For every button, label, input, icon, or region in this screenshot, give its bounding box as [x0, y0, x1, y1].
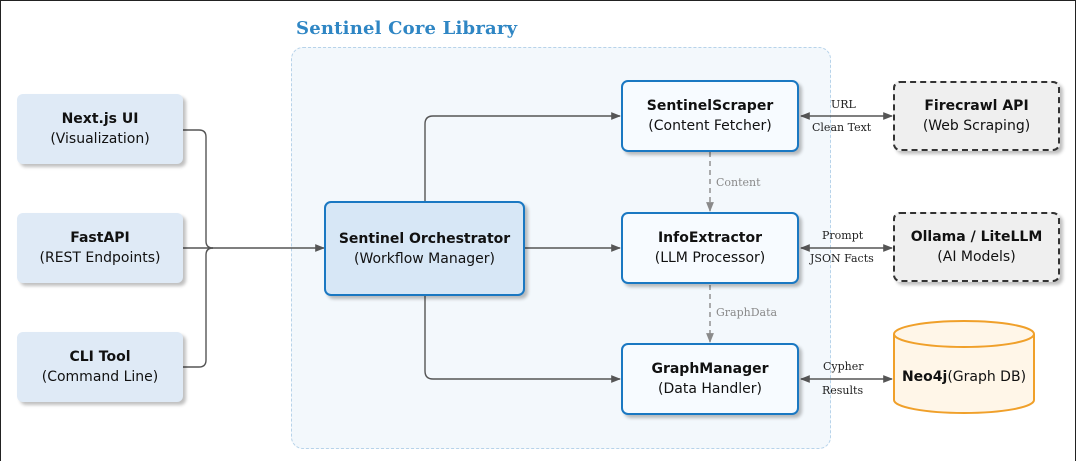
- neo4j-database-node[interactable]: Neo4j(Graph DB): [894, 362, 1034, 392]
- client-cli-title: CLI Tool: [69, 349, 131, 365]
- edge-orchestrator-to-scraper: [424, 112, 621, 201]
- graphmanager-subtitle: (Data Handler): [658, 381, 762, 397]
- scraper-title: SentinelScraper: [646, 98, 774, 114]
- ollama-subtitle: (AI Models): [937, 249, 1016, 265]
- client-fastapi[interactable]: FastAPI (REST Endpoints): [17, 213, 183, 283]
- edge-orchestrator-to-graphmanager: [424, 296, 621, 383]
- client-nextjs-ui[interactable]: Next.js UI (Visualization): [17, 94, 183, 164]
- client-cli-subtitle: (Command Line): [41, 369, 159, 385]
- client-nextjs-title: Next.js UI: [61, 111, 139, 127]
- firecrawl-api-node[interactable]: Firecrawl API (Web Scraping): [893, 81, 1060, 151]
- client-fastapi-title: FastAPI: [70, 230, 130, 246]
- extractor-subtitle: (LLM Processor): [654, 250, 766, 266]
- firecrawl-subtitle: (Web Scraping): [922, 118, 1031, 134]
- graph-manager-node[interactable]: GraphManager (Data Handler): [621, 343, 799, 415]
- label-cypher: Cypher: [823, 360, 864, 373]
- info-extractor-node[interactable]: InfoExtractor (LLM Processor): [621, 212, 799, 284]
- label-url: URL: [831, 98, 856, 111]
- label-prompt: Prompt: [822, 229, 864, 242]
- graphmanager-title: GraphManager: [651, 361, 769, 377]
- neo4j-title: Neo4j: [901, 369, 948, 385]
- sentinel-orchestrator-node[interactable]: Sentinel Orchestrator (Workflow Manager): [324, 201, 525, 296]
- label-content: Content: [716, 176, 761, 189]
- client-nextjs-subtitle: (Visualization): [50, 131, 150, 147]
- extractor-title: InfoExtractor: [657, 230, 763, 246]
- client-cli-tool[interactable]: CLI Tool (Command Line): [17, 332, 183, 402]
- core-library-title: Sentinel Core Library: [296, 18, 518, 39]
- neo4j-cylinder-shape: [893, 320, 1035, 414]
- sentinel-scraper-node[interactable]: SentinelScraper (Content Fetcher): [621, 80, 799, 152]
- neo4j-subtitle: (Graph DB): [947, 369, 1027, 385]
- client-fastapi-subtitle: (REST Endpoints): [39, 250, 161, 266]
- firecrawl-title: Firecrawl API: [924, 98, 1029, 114]
- ollama-litellm-node[interactable]: Ollama / LiteLLM (AI Models): [893, 212, 1060, 282]
- orchestrator-title: Sentinel Orchestrator: [338, 230, 511, 247]
- label-json-facts: JSON Facts: [810, 252, 874, 265]
- label-results: Results: [822, 384, 864, 397]
- label-clean-text: Clean Text: [812, 121, 872, 134]
- orchestrator-subtitle: (Workflow Manager): [353, 250, 496, 267]
- label-graphdata: GraphData: [716, 306, 778, 319]
- ollama-title: Ollama / LiteLLM: [910, 229, 1043, 245]
- edge-cli-to-orchestrator: [183, 247, 214, 368]
- scraper-subtitle: (Content Fetcher): [648, 118, 772, 134]
- edge-nextjs-to-orchestrator: [183, 129, 214, 249]
